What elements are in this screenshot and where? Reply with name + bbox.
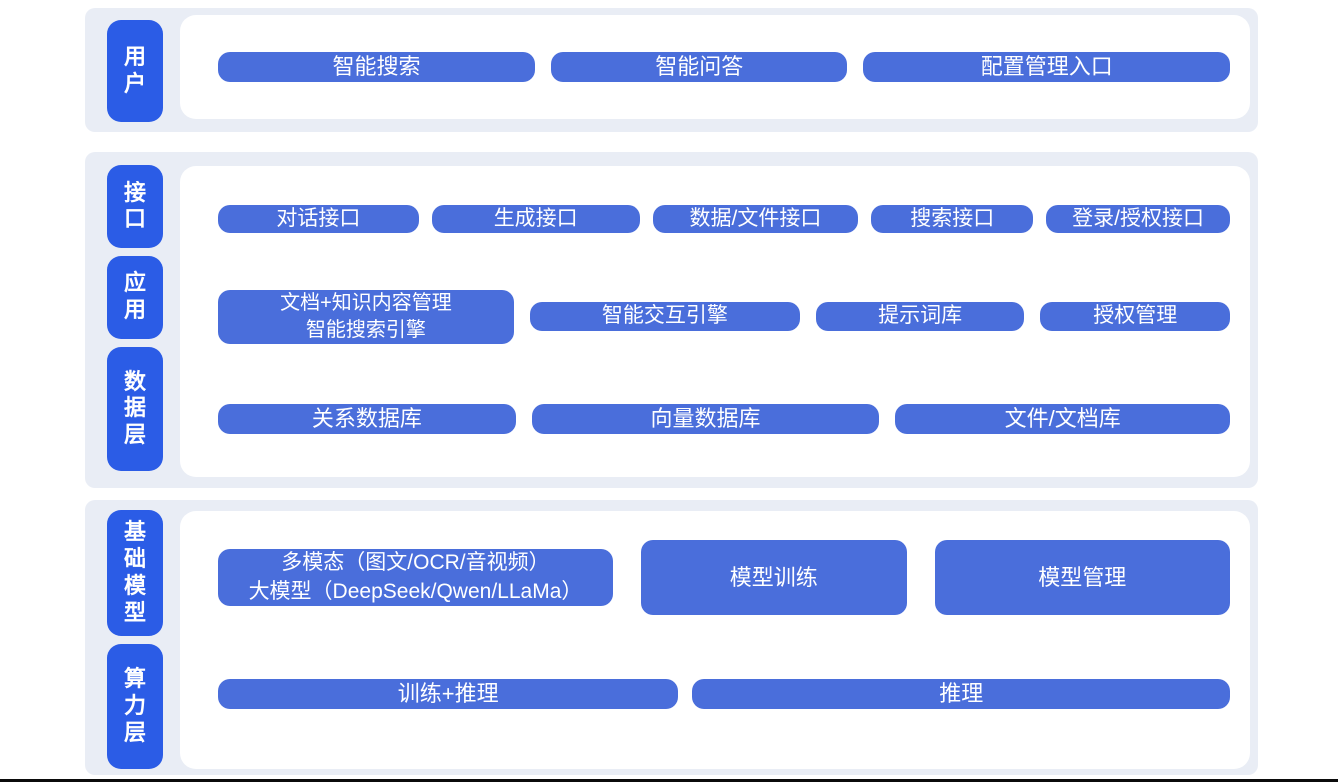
- layer-label-data-text: 数据层: [123, 368, 146, 448]
- layer-label-compute: 算力层: [107, 643, 163, 769]
- middle-layers-panel: 对话接口 生成接口 数据/文件接口 搜索接口 登录/授权接口 文档+知识内容管理…: [180, 166, 1250, 477]
- box-file-doc-library: 文件/文档库: [895, 403, 1230, 434]
- box-vector-db: 向量数据库: [531, 403, 880, 434]
- user-layer-panel: 智能搜索 智能问答 配置管理入口: [180, 15, 1250, 119]
- layer-label-application-text: 应用: [123, 270, 146, 323]
- layer-label-compute-text: 算力层: [123, 666, 146, 745]
- box-prompt-library: 提示词库: [815, 302, 1025, 331]
- bottom-border: [0, 779, 1338, 782]
- compute-row: 训练+推理 推理: [218, 644, 1230, 744]
- box-doc-knowledge-search-engine: 文档+知识内容管理 智能搜索引擎: [218, 289, 514, 344]
- user-layer-labels: 用户: [107, 20, 163, 122]
- layer-label-user: 用户: [107, 20, 163, 122]
- base-layers-labels: 基础模型 算力层: [107, 510, 163, 769]
- box-relational-db: 关系数据库: [218, 403, 516, 434]
- section-base-layers: 基础模型 算力层 多模态（图文/OCR/音视频） 大模型（DeepSeek/Qw…: [85, 500, 1258, 775]
- box-search-interface: 搜索接口: [871, 205, 1034, 234]
- section-middle-layers: 接口 应用 数据层 对话接口 生成接口 数据/文件接口 搜索接口 登录/授权接口…: [85, 152, 1258, 488]
- layer-label-data: 数据层: [107, 346, 163, 471]
- box-data-file-interface: 数据/文件接口: [652, 205, 859, 234]
- middle-layers-labels: 接口 应用 数据层: [107, 165, 163, 471]
- layer-label-interface: 接口: [107, 165, 163, 248]
- layer-label-base-model-text: 基础模型: [123, 519, 146, 625]
- box-smart-interaction-engine: 智能交互引擎: [529, 302, 800, 331]
- box-authorization-management: 授权管理: [1040, 302, 1231, 331]
- box-login-auth-interface: 登录/授权接口: [1046, 205, 1230, 234]
- layer-label-base-model: 基础模型: [107, 510, 163, 636]
- layer-label-application: 应用: [107, 255, 163, 339]
- box-training-inference: 训练+推理: [218, 679, 679, 710]
- box-dialog-interface: 对话接口: [218, 205, 419, 234]
- base-layers-panel: 多模态（图文/OCR/音视频） 大模型（DeepSeek/Qwen/LLaMa）…: [180, 511, 1250, 769]
- box-smart-qa: 智能问答: [551, 52, 848, 82]
- model-row: 多模态（图文/OCR/音视频） 大模型（DeepSeek/Qwen/LLaMa）…: [218, 536, 1230, 620]
- box-inference: 推理: [692, 679, 1230, 710]
- layer-label-user-text: 用户: [123, 44, 146, 96]
- layer-label-interface-text: 接口: [123, 179, 146, 232]
- box-smart-search: 智能搜索: [218, 52, 536, 82]
- box-config-entry: 配置管理入口: [863, 52, 1230, 82]
- interface-row: 对话接口 生成接口 数据/文件接口 搜索接口 登录/授权接口: [218, 185, 1230, 253]
- box-generation-interface: 生成接口: [431, 205, 640, 234]
- section-user-layer: 用户 智能搜索 智能问答 配置管理入口: [85, 8, 1258, 132]
- application-row: 文档+知识内容管理 智能搜索引擎 智能交互引擎 提示词库 授权管理: [218, 273, 1231, 361]
- data-layer-row: 关系数据库 向量数据库 文件/文档库: [218, 380, 1230, 458]
- user-layer-row: 智能搜索 智能问答 配置管理入口: [218, 33, 1230, 102]
- box-model-training: 模型训练: [640, 540, 907, 616]
- box-multimodal-llm: 多模态（图文/OCR/音视频） 大模型（DeepSeek/Qwen/LLaMa）: [218, 549, 613, 606]
- box-model-management: 模型管理: [934, 540, 1230, 616]
